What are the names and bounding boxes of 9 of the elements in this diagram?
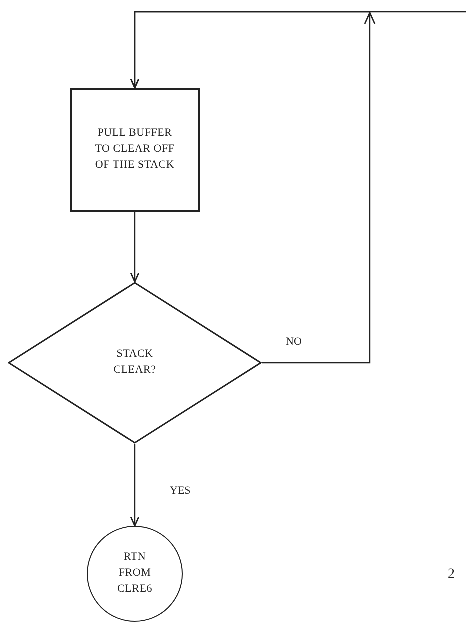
arrow [130, 444, 140, 527]
node-text: RTN FROM CLRE6 [116, 550, 154, 597]
page-number: 2 [448, 568, 455, 582]
arrow [130, 11, 466, 89]
node-text: PULL BUFFER TO CLEAR OFF OF THE STACK [95, 126, 175, 173]
node-text: STACK CLEAR? [112, 347, 158, 378]
process-box [70, 88, 200, 212]
decision-diamond [8, 282, 262, 444]
arrow [130, 212, 140, 283]
